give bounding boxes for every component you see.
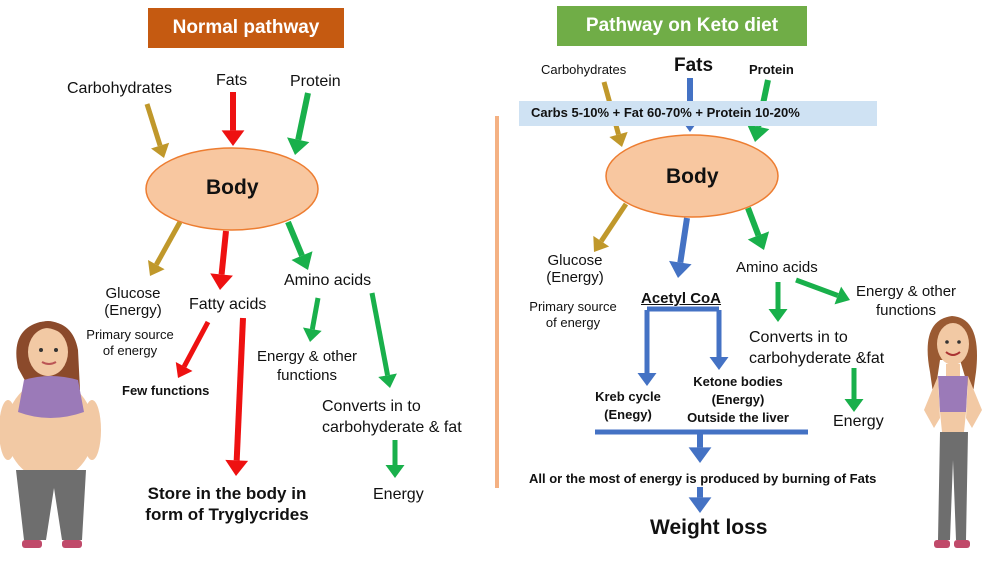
left-amino-to-converts-arrow	[369, 292, 397, 388]
left-amino-to-energy-arrow	[302, 297, 322, 342]
left-amino-acids-label: Amino acids	[284, 272, 372, 289]
left-energy-other-line1: Energy & other	[256, 348, 358, 365]
left-fats-label: Fats	[216, 72, 248, 89]
macro-ratio-banner	[519, 101, 877, 126]
keto-pathway-header: Pathway on Keto diet	[557, 6, 807, 46]
right-converts-line1: Converts in to	[749, 329, 848, 346]
left-body-to-fattyacids-arrow	[210, 230, 233, 290]
right-amino-to-converts-arrow	[768, 282, 788, 322]
kreb-line1: Kreb cycle	[595, 389, 661, 404]
left-converts-line1: Converts in to	[322, 398, 421, 415]
right-glucose-line1: Glucose	[547, 252, 603, 269]
overweight-woman-illustration	[0, 321, 101, 548]
right-carbohydrates-label: Carbohydrates	[541, 62, 627, 77]
right-energy-label: Energy	[833, 413, 884, 430]
right-primary-source-label: Primary source of energy	[525, 299, 621, 331]
left-store-label: Store in the body in form of Tryglycride…	[132, 483, 322, 525]
left-primary-line2: of energy	[102, 343, 158, 358]
macro-ratio-text: Carbs 5-10% + Fat 60-70% + Protein 10-20…	[531, 105, 800, 120]
all-energy-label: All or the most of energy is produced by…	[529, 471, 877, 486]
acetyl-to-kreb-arrow	[637, 310, 657, 386]
left-body-label: Body	[206, 176, 259, 199]
kreb-cycle-label: Kreb cycle (Enegy)	[590, 388, 666, 424]
right-protein-label: Protein	[749, 62, 794, 77]
left-glucose-label: Glucose (Energy)	[98, 285, 168, 319]
left-glucose-line2: (Energy)	[104, 302, 162, 319]
right-energy-other-label: Energy & other functions	[850, 282, 962, 320]
right-converts-label: Converts in to carbohyderate &fat	[749, 327, 884, 369]
ketone-line3: Outside the liver	[687, 410, 789, 425]
left-carb-to-body-arrow	[144, 103, 170, 158]
right-fats-label: Fats	[674, 55, 714, 76]
right-glucose-label: Glucose (Energy)	[540, 252, 610, 286]
left-body-to-glucose-arrow	[148, 220, 183, 276]
allenergy-to-weightloss-arrow	[688, 487, 712, 513]
right-amino-to-energyother-arrow	[795, 277, 850, 305]
left-energy-other-line2: functions	[276, 367, 338, 384]
left-energy-label: Energy	[373, 486, 424, 503]
ketone-line2: (Energy)	[711, 392, 765, 407]
right-energy-other-line1: Energy & other	[855, 283, 957, 300]
weight-loss-label: Weight loss	[650, 516, 768, 539]
left-converts-to-energy-arrow	[385, 440, 405, 478]
ketone-bodies-label: Ketone bodies (Energy) Outside the liver	[673, 373, 803, 427]
right-energy-other-line2: functions	[875, 302, 937, 319]
kreb-line2: (Enegy)	[604, 407, 652, 422]
right-converts-to-energy-arrow	[844, 368, 864, 412]
right-body-to-glucose-arrow	[593, 202, 629, 252]
left-carbohydrates-label: Carbohydrates	[67, 80, 172, 97]
left-body-ellipse	[145, 147, 319, 231]
left-fatty-acids-label: Fatty acids	[189, 296, 267, 313]
right-body-to-acetyl-arrow	[669, 217, 692, 278]
left-converts-label: Converts in to carbohyderate & fat	[322, 396, 462, 438]
right-body-ellipse	[605, 134, 779, 218]
ketone-line1: Ketone bodies	[693, 374, 783, 389]
left-few-functions-label: Few functions	[122, 383, 210, 398]
right-glucose-line2: (Energy)	[546, 269, 604, 286]
left-converts-line2: carbohyderate & fat	[322, 419, 462, 436]
right-primary-line1: Primary source	[529, 299, 617, 314]
right-body-label: Body	[666, 165, 719, 188]
normal-pathway-header: Normal pathway	[148, 8, 344, 48]
divider-line	[495, 116, 499, 488]
left-protein-to-body-arrow	[287, 92, 311, 155]
acetyl-coa-label: Acetyl CoA	[641, 290, 722, 307]
right-converts-line2: carbohyderate &fat	[749, 350, 885, 367]
slim-woman-illustration	[924, 316, 982, 548]
left-energy-other-label: Energy & other functions	[254, 347, 360, 385]
left-primary-source-label: Primary source of energy	[82, 327, 178, 359]
right-amino-acids-label: Amino acids	[736, 259, 818, 276]
left-store-line2: form of Tryglycrides	[145, 505, 309, 524]
left-store-line1: Store in the body in	[147, 484, 307, 503]
left-glucose-line1: Glucose	[105, 285, 161, 302]
left-fatty-to-store-arrow	[225, 317, 249, 476]
left-body-to-amino-arrow	[285, 220, 313, 270]
right-primary-line2: of energy	[545, 315, 601, 330]
collector-to-allenergy-arrow	[688, 432, 712, 463]
right-body-to-amino-arrow	[745, 206, 770, 250]
left-fatty-to-few-arrow	[175, 320, 211, 378]
left-protein-label: Protein	[290, 73, 341, 90]
left-primary-line1: Primary source	[86, 327, 174, 342]
left-fats-to-body-arrow	[221, 92, 245, 146]
acetyl-to-ketone-arrow	[709, 310, 729, 370]
